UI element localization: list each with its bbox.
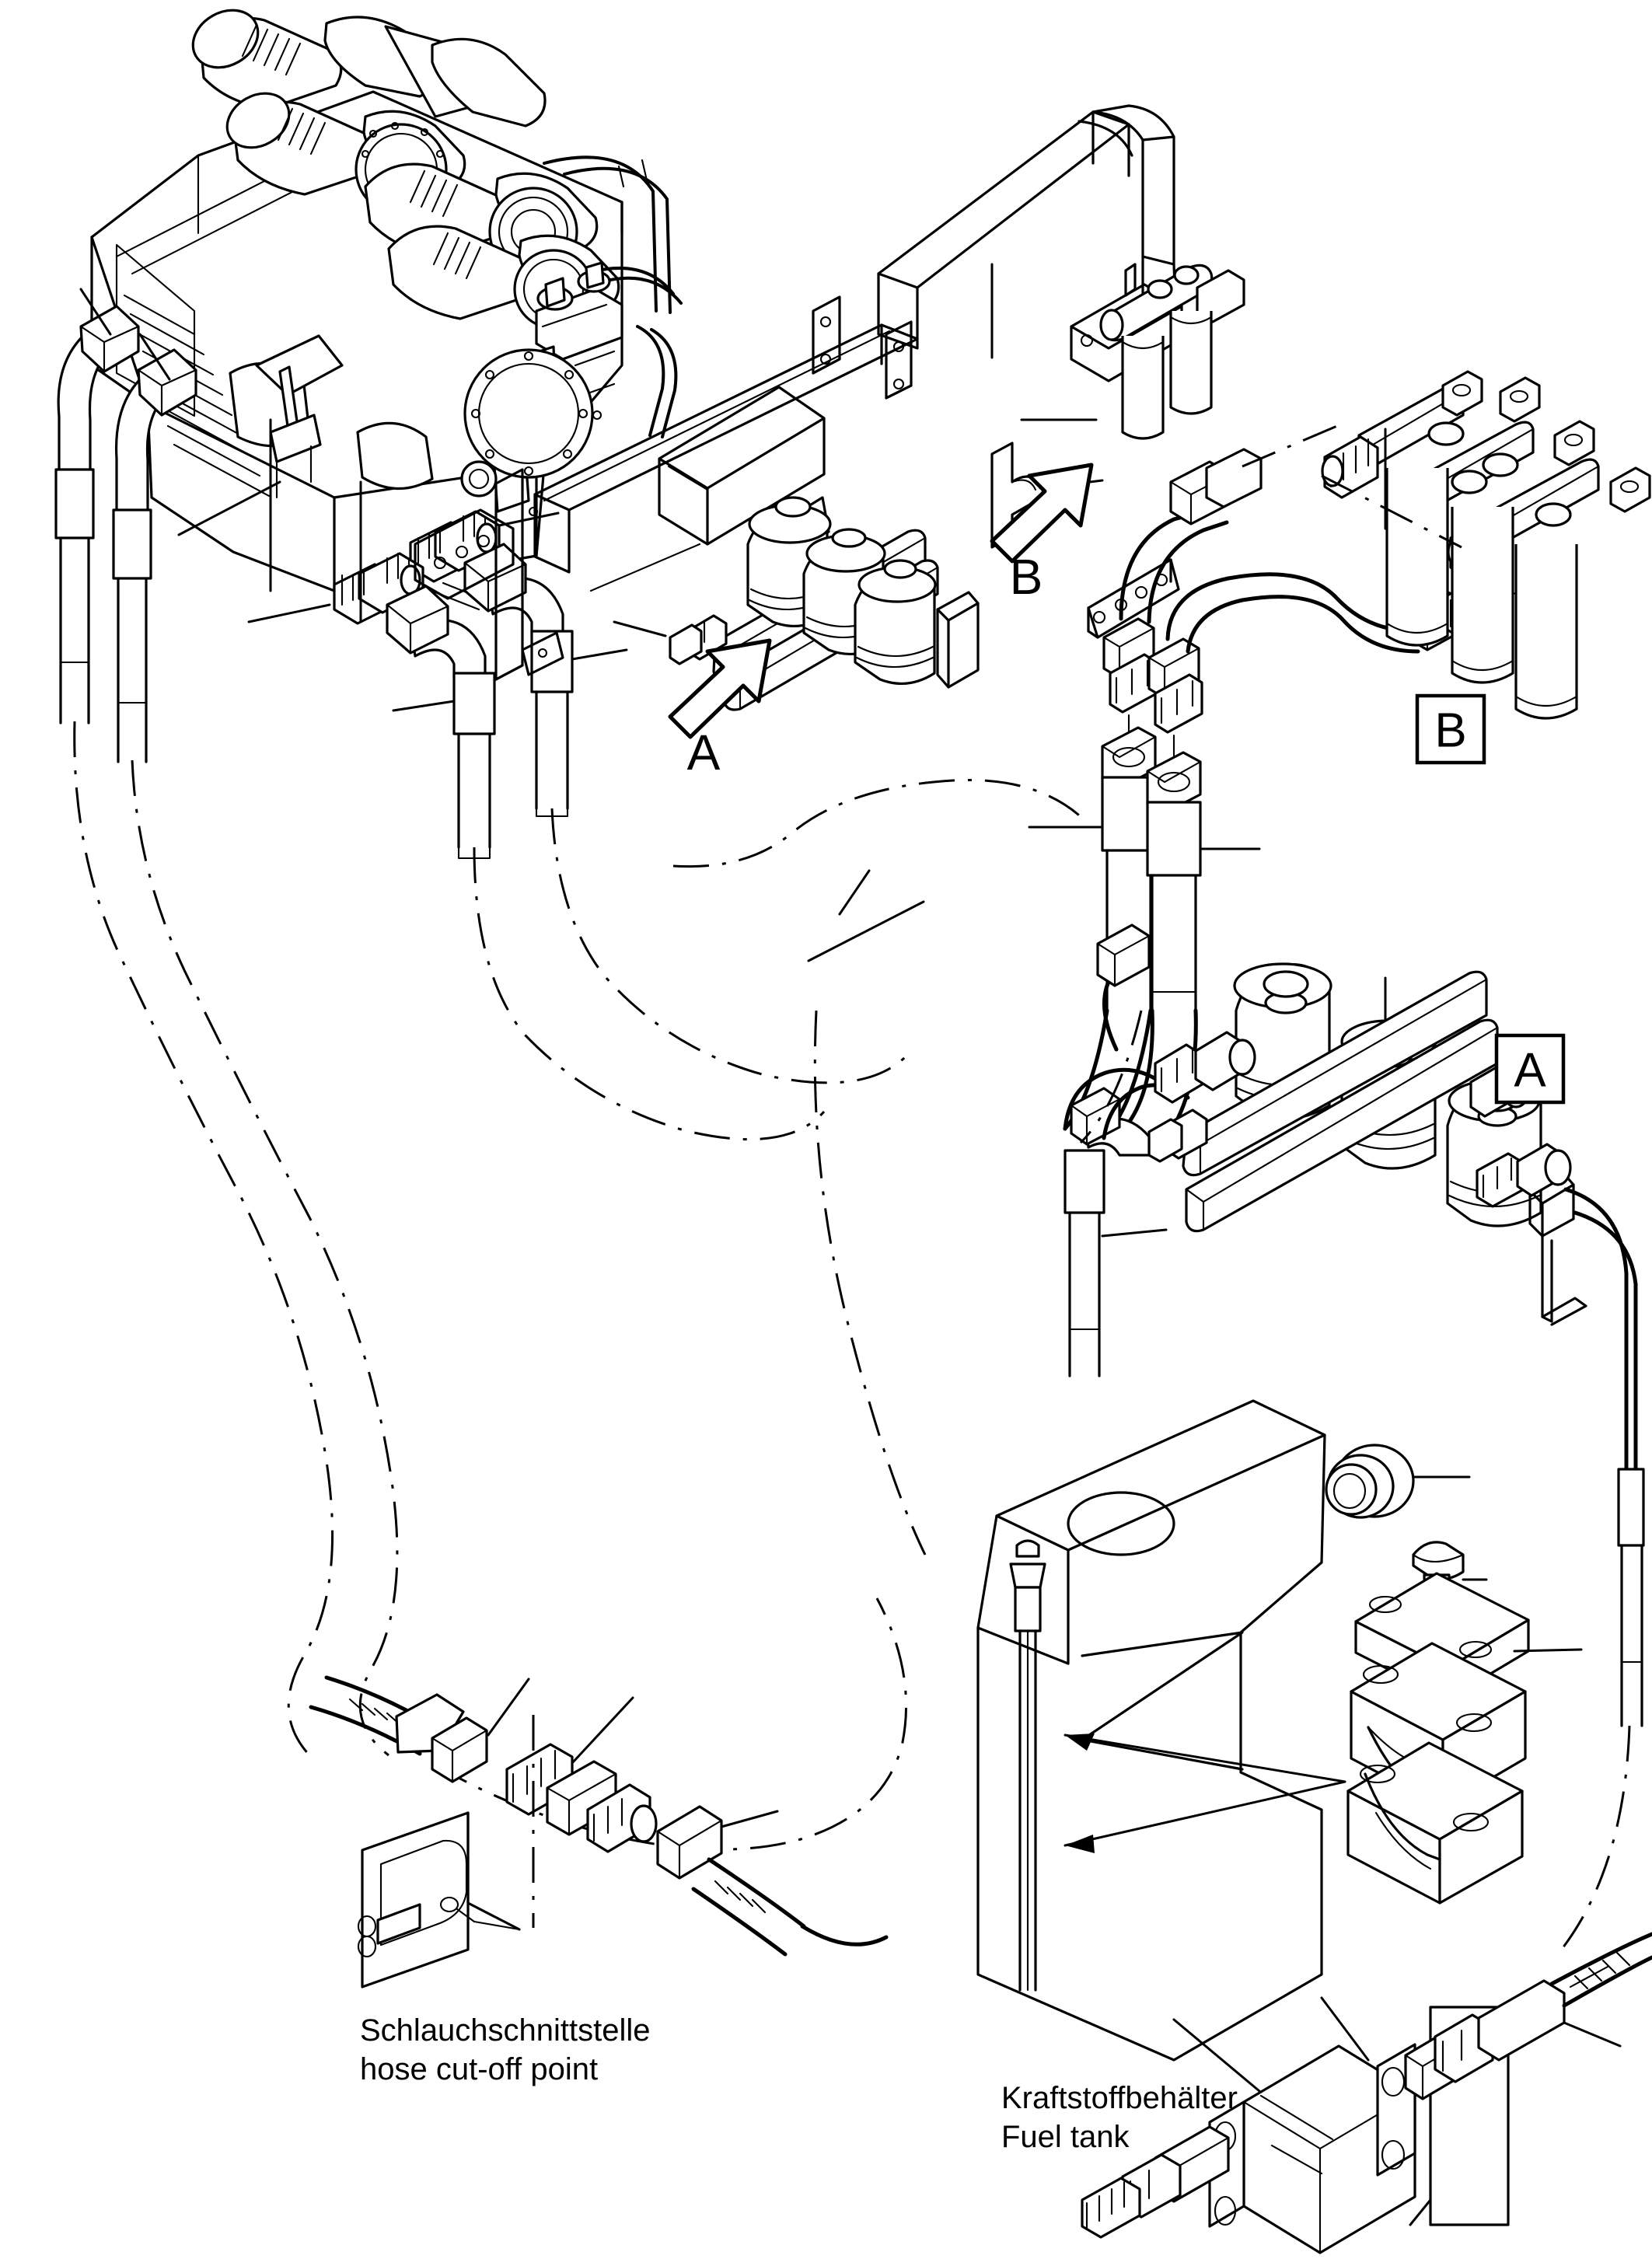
- detail-label-a: A: [1494, 1033, 1566, 1105]
- fuel-pump: [1081, 1932, 1652, 2254]
- elbow-hose-right: [463, 543, 628, 818]
- union-nipple-lower: [247, 552, 424, 625]
- detail-label-b-box: [1415, 693, 1486, 765]
- section-arrow-a-letter: A: [687, 724, 721, 780]
- tank-leader-arrows: [1063, 1734, 1346, 1853]
- bulkhead-coupling-right: [1146, 637, 1261, 1012]
- misc-leader-lines: [177, 263, 1387, 962]
- engine-oil-filter: [229, 334, 434, 499]
- hose-routing-centerlines: [73, 721, 1631, 1949]
- mount-hardware: [1325, 1444, 1583, 1905]
- section-arrow-a: A: [668, 638, 772, 780]
- engine-assembly: [90, 9, 701, 623]
- caption-fuel-tank-english: Fuel tank: [1001, 2120, 1130, 2154]
- fuel-tank: [976, 1399, 1346, 2062]
- caption-fuel-tank-german: Kraftstoffbehälter: [1001, 2081, 1238, 2115]
- tank-sender-tube: [1009, 1539, 1046, 1992]
- filter-bank-frame: [613, 496, 980, 711]
- engine-intake-tubes: [191, 9, 620, 330]
- caption-hose-cutoff-english: hose cut-off point: [360, 2052, 598, 2086]
- elbow-hose-left: [386, 585, 496, 860]
- detail-label-a-box: [1494, 1033, 1566, 1105]
- detail-label-b: B: [1415, 693, 1486, 765]
- engine-supply-hoses: [54, 288, 197, 763]
- grommet: [1325, 1444, 1471, 1519]
- detail-b-filter-bank: [1242, 370, 1651, 720]
- union-nipples-left: [247, 510, 628, 860]
- detail-label-b-letter: B: [1434, 704, 1466, 758]
- clamp-lower: [1346, 1741, 1524, 1905]
- bulkhead-plate: [357, 1811, 521, 1988]
- section-arrow-b-letter: B: [1010, 549, 1043, 605]
- engine-flywheel-housing: [460, 348, 594, 498]
- section-arrow-b: B: [990, 463, 1094, 605]
- caption-hose-cutoff: Schlauchschnittstelle hose cut-off point: [360, 2013, 651, 2086]
- caption-hose-cutoff-german: Schlauchschnittstelle: [360, 2013, 651, 2048]
- hose-cutoff-assembly: [309, 1675, 889, 1988]
- detail-label-a-letter: A: [1514, 1044, 1546, 1098]
- caption-fuel-tank: Kraftstoffbehälter Fuel tank: [1001, 2081, 1238, 2154]
- filter-canister-3: [854, 559, 937, 685]
